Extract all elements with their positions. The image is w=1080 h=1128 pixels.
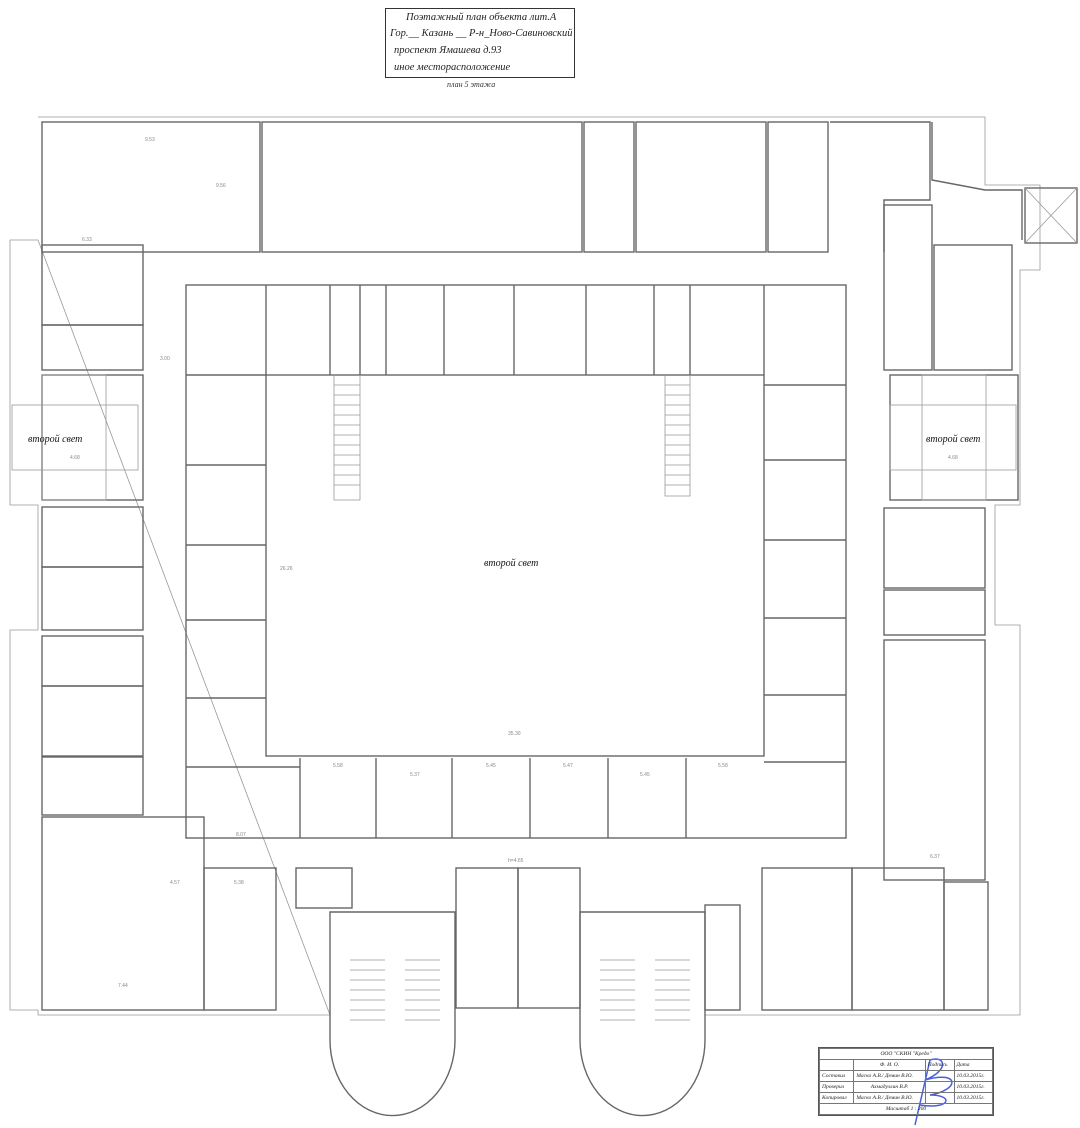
stamp-role: Составил [818, 1070, 855, 1082]
dimension-label: 5.47 [563, 763, 573, 769]
left-rooms [11, 244, 277, 1011]
dimension-label: 4.68 [70, 455, 80, 461]
dimension-label: 5.58 [718, 763, 728, 769]
stamp-row: Проверил Ахмадуллин В.Р. 10.03.2015г. [818, 1081, 993, 1093]
floor-subtitle: план 5 этажа [447, 80, 496, 89]
top-rooms [41, 121, 1078, 253]
title-block: Поэтажный план объекта лит.А Гор.__ Каза… [385, 8, 575, 78]
dimension-labels: 9.53 6.33 9.56 35.30 26.26 h=4.65 8.07 5… [70, 137, 958, 989]
title-line-1: Поэтажный план объекта лит.А [406, 12, 557, 23]
stamp-row: Копировал Маско А.В./ Демин В.Ю. 10.03.2… [818, 1092, 993, 1104]
dimension-label: 6.37 [930, 854, 940, 860]
stamp-role: Копировал [818, 1092, 855, 1104]
dimension-label: 5.38 [234, 880, 244, 886]
stamp-date: 10.03.2015г. [953, 1070, 993, 1082]
stamp-org: ООО "СКИН "Кредо" [819, 1048, 993, 1060]
stamp-date: 10.03.2015г. [953, 1092, 993, 1104]
title-line-2: Гор.__ Казань __ Р-н_Ново-Савиновский [390, 28, 573, 39]
outer-wall [9, 116, 1041, 1016]
title-line-3: проспект Ямашева д.93 [394, 45, 502, 56]
dimension-label: 5.45 [486, 763, 496, 769]
stamp-header [818, 1059, 855, 1071]
dimension-label: 8.07 [236, 832, 246, 838]
bottom-stairs [295, 867, 741, 1117]
void-label-left: второй свет [28, 434, 82, 445]
stamp-header: Подпись [924, 1059, 955, 1071]
dimension-label: 6.33 [82, 237, 92, 243]
dimension-label: 3.00 [160, 356, 170, 362]
dimension-label: 5.37 [410, 772, 420, 778]
dimension-label: 9.53 [145, 137, 155, 143]
dimension-label: 4.68 [948, 455, 958, 461]
dimension-label: 35.30 [508, 731, 521, 737]
stamp-name: Маско А.В./ Демин В.Ю. [853, 1070, 926, 1082]
stamp-header: Ф. И. О. [853, 1059, 926, 1071]
approval-stamp: ООО "СКИН "Кредо" Ф. И. О. Подпись Дата … [818, 1047, 994, 1116]
stamp-scale: Масштаб 1 : 200 [819, 1103, 993, 1115]
dimension-label: h=4.65 [508, 858, 524, 864]
dimension-label: 26.26 [280, 566, 293, 572]
stamp-role: Проверил [818, 1081, 855, 1093]
right-rooms [761, 204, 1019, 1011]
stamp-header: Дата [953, 1059, 993, 1071]
dimension-label: 7.44 [118, 983, 128, 989]
dimension-label: 9.56 [216, 183, 226, 189]
stamp-name: Маско А.В./ Демин В.Ю. [853, 1092, 926, 1104]
dimension-label: 4.57 [170, 880, 180, 886]
title-line-4: иное месторасположение [394, 62, 511, 73]
void-label-right: второй свет [926, 434, 980, 445]
stamp-date: 10.03.2015г. [953, 1081, 993, 1093]
inner-ring [185, 284, 847, 839]
void-label-center: второй свет [484, 558, 538, 569]
dimension-label: 5.45 [640, 772, 650, 778]
stamp-row: Составил Маско А.В./ Демин В.Ю. 10.03.20… [818, 1070, 993, 1082]
stamp-name: Ахмадуллин В.Р. [853, 1081, 926, 1093]
dimension-label: 5.58 [333, 763, 343, 769]
